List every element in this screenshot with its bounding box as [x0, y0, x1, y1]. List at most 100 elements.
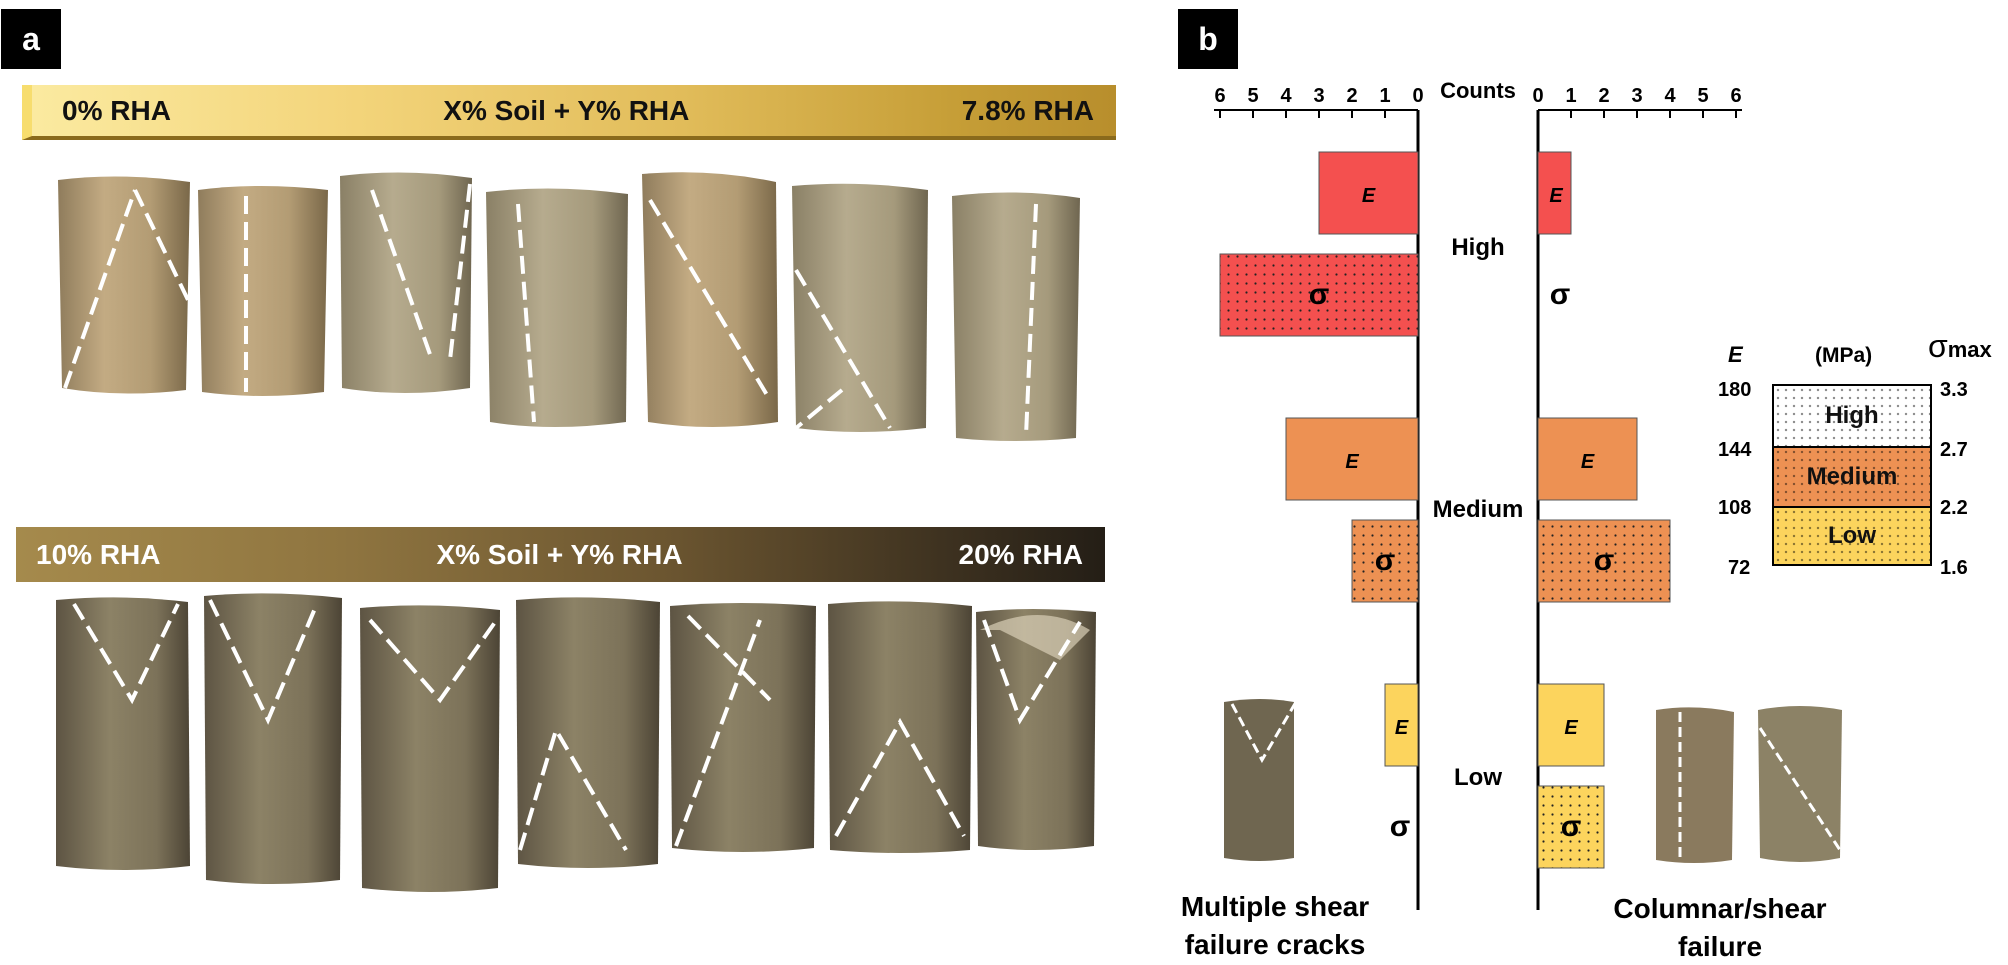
composition-bar-bottom-center: X% Soil + Y% RHA [436, 538, 683, 570]
bar-label-medium-sigma-left: σ [1375, 544, 1396, 577]
bar-medium-sigma-left-texture [1352, 520, 1418, 602]
legend-sigma-tick-1: 3.3 [1940, 379, 1968, 401]
category-label-low: Low [1454, 764, 1502, 791]
bar-high-e-left [1318, 151, 1419, 235]
panel-label-a-text: a [22, 20, 40, 57]
bar-label-medium-sigma-right: σ [1594, 544, 1615, 577]
tick-label-right-1: 1 [1565, 85, 1576, 107]
legend-sigma-sub: max [1947, 337, 1992, 362]
tick-label-left-6: 6 [1214, 85, 1225, 107]
bar-label-high-sigma-left: σ [1309, 278, 1330, 311]
legend-e-tick-3: 108 [1718, 497, 1752, 519]
bar-label-high-e-left: E [1362, 185, 1376, 207]
composition-bar-bottom-right: 20% RHA [958, 538, 1083, 570]
sample-bottom-7 [976, 609, 1096, 850]
tick-label-right-5: 5 [1697, 85, 1708, 107]
bar-label-low-sigma-left: σ [1390, 810, 1411, 843]
sample-top-5 [642, 172, 778, 427]
bar-label-high-e-right: E [1549, 185, 1563, 207]
caption-left-line1: Multiple shear [1180, 891, 1370, 922]
caption-columnar-shear: Columnar/shear failure [1580, 890, 1860, 965]
bar-label-low-e-left: E [1395, 717, 1409, 739]
sample-bottom-5 [670, 603, 816, 852]
caption-right-line1: Columnar/shear [1613, 893, 1827, 924]
composition-bar-bottom: 10% RHA X% Soil + Y% RHA 20% RHA [16, 527, 1105, 582]
bar-low-e-right [1537, 683, 1605, 767]
tick-label-right-3: 3 [1631, 85, 1642, 107]
composition-bar-top-left: 0% RHA [62, 94, 171, 126]
legend-sigma-tick-4: 1.6 [1940, 557, 1968, 579]
sample-bottom-1 [56, 597, 190, 870]
composition-bar-top-center: X% Soil + Y% RHA [443, 94, 690, 126]
sample-bottom-6 [828, 601, 972, 853]
legend-e-tick-2: 144 [1718, 439, 1752, 461]
tick-label-left-2: 2 [1346, 85, 1357, 107]
bar-label-medium-e-left: E [1345, 451, 1359, 473]
legend-level-medium: Medium [1774, 446, 1930, 506]
legend-sigma-label: σmax [1928, 328, 1992, 365]
bar-high-e-right [1537, 151, 1572, 235]
sample-columnar [1656, 707, 1734, 863]
sample-multiple-shear [1224, 699, 1298, 861]
category-label-high: High [1451, 234, 1504, 261]
legend-level-low: Low [1774, 506, 1930, 564]
legend-sigma-tick-3: 2.2 [1940, 497, 1968, 519]
legend-level-medium-text: Medium [1806, 463, 1898, 490]
panel-label-a: a [1, 9, 61, 69]
tick-label-right-4: 4 [1664, 85, 1676, 107]
legend-sigma-symbol: σ [1928, 328, 1948, 364]
legend-level-low-text: Low [1828, 522, 1876, 549]
axis-title: Counts [1440, 78, 1516, 103]
composition-bar-top-right: 7.8% RHA [961, 94, 1094, 126]
failure-sample-photos [1224, 699, 1842, 863]
legend-level-high: High [1774, 386, 1930, 446]
bar-label-low-sigma-right: σ [1561, 810, 1582, 843]
legend-unit-label: (MPa) [1815, 344, 1873, 367]
tick-label-left-3: 3 [1313, 85, 1324, 107]
tick-label-right-0: 0 [1532, 85, 1543, 107]
tick-label-left-1: 1 [1379, 85, 1390, 107]
legend-sigma-tick-2: 2.7 [1940, 439, 1968, 461]
bar-label-low-e-right: E [1564, 717, 1578, 739]
sample-shear [1758, 706, 1842, 862]
tick-label-right-6: 6 [1730, 85, 1741, 107]
caption-multiple-shear: Multiple shear failure cracks [1160, 888, 1390, 964]
bar-label-high-sigma-right: σ [1550, 278, 1571, 311]
bar-low-sigma-right-texture [1538, 786, 1604, 868]
bar-medium-e-right [1537, 417, 1638, 501]
tick-label-left-4: 4 [1280, 85, 1292, 107]
legend-e-tick-4: 72 [1728, 557, 1751, 579]
sample-bottom-2 [204, 593, 342, 884]
tick-label-right-2: 2 [1598, 85, 1609, 107]
bar-medium-e-left [1285, 417, 1419, 501]
sample-bottom-4 [516, 597, 660, 868]
sample-top-3 [340, 172, 472, 393]
sample-top-1 [58, 176, 190, 394]
legend-level-high-text: High [1825, 402, 1879, 429]
composition-bar-top: 0% RHA X% Soil + Y% RHA 7.8% RHA [22, 85, 1116, 140]
caption-right-line2: failure [1677, 931, 1763, 962]
legend-e-tick-1: 180 [1718, 379, 1752, 401]
legend-e-label: E [1728, 342, 1743, 367]
panel-label-b-text: b [1198, 20, 1218, 57]
composition-bar-bottom-left: 10% RHA [36, 538, 161, 570]
category-label-medium: Medium [1433, 496, 1524, 523]
legend-scale-box: High Medium Low [1772, 384, 1932, 566]
sample-top-6 [792, 183, 928, 432]
tick-label-left-5: 5 [1247, 85, 1258, 107]
caption-left-line2: failure cracks [1184, 929, 1366, 960]
bar-high-sigma-left-texture [1220, 254, 1418, 336]
sample-top-2 [198, 186, 328, 396]
sample-top-7 [952, 192, 1080, 441]
sample-bottom-3 [360, 605, 500, 892]
bar-low-e-left [1384, 683, 1419, 767]
panel-label-b: b [1178, 9, 1238, 69]
sample-photos [56, 172, 1096, 892]
tick-label-left-0: 0 [1412, 85, 1423, 107]
sample-top-4 [486, 188, 628, 427]
bar-medium-sigma-right-texture [1538, 520, 1670, 602]
